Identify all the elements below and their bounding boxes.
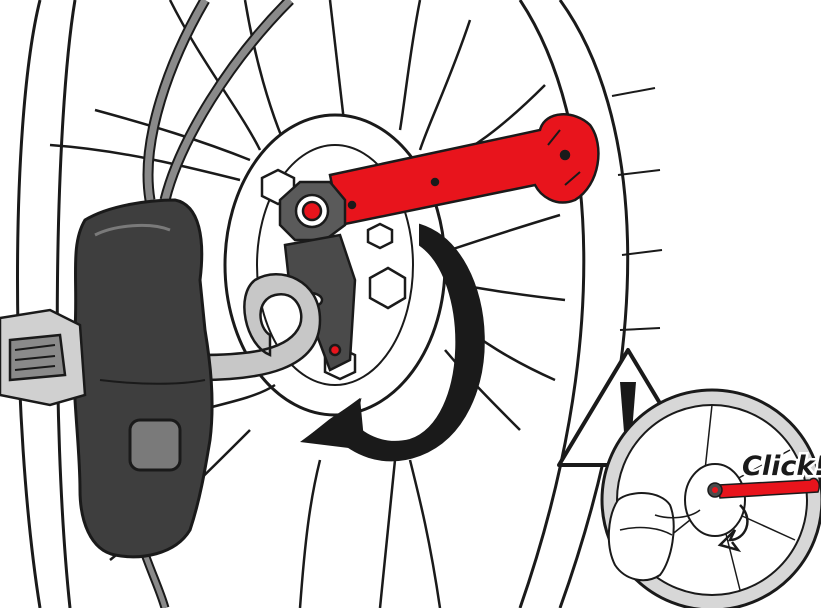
detail-inset: [602, 390, 821, 608]
spring-bracket: [0, 310, 85, 405]
click-callout: Click!: [742, 451, 821, 482]
clamp-holder: [74, 200, 212, 557]
